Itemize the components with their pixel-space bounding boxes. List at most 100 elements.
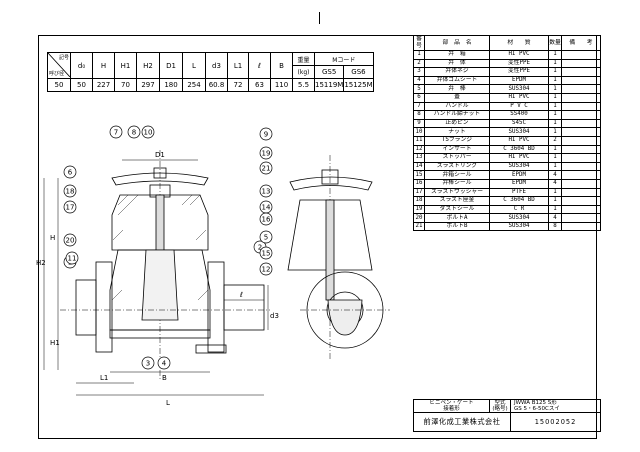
label-d1: D1 [155,151,165,159]
callout-4: 4 [157,356,171,370]
spec-label-sub: (略号) [492,406,508,412]
parts-cell [561,221,601,232]
callout-6: 6 [63,165,77,179]
spec-line-2: GS 5・6-50Cスイ [514,406,560,412]
dim-cell: 180 [159,78,183,92]
callout-21: 21 [259,161,273,175]
label-ell: ℓ [239,291,243,299]
callout-circle [259,212,273,226]
callout-number: 18 [66,188,75,196]
dim-cell: 15119M [313,78,345,92]
corner-diagonal [48,53,70,77]
callout-10: 10 [141,125,155,139]
callout-18: 18 [63,184,77,198]
callout-number: 6 [68,169,73,177]
callout-14: 14 [259,200,273,214]
callout-number: 20 [66,237,75,245]
callout-number: 16 [262,216,271,224]
callout-circle [259,262,273,276]
dimension-table: 記号 呼び径 d₀ H H1 H2 D1 L d3 L1 ℓ B 重量 Mコード… [47,52,374,92]
callout-7: 7 [109,125,123,139]
callout-3: 3 [141,356,155,370]
callout-13: 13 [259,184,273,198]
dim-cell: 15125M [343,78,374,92]
callout-circle [141,125,155,139]
dim-cell: 60.8 [205,78,228,92]
callout-number: 14 [262,204,271,212]
callout-number: 8 [132,129,136,137]
right-pipe-end [223,284,265,331]
callout-circle [109,125,123,139]
callout-15: 15 [259,246,273,260]
callout-16: 16 [259,212,273,226]
dim-table-corner: 記号 呼び径 [47,52,71,79]
callout-circle [259,146,273,160]
product-name: ビニペン・ゲート [429,400,474,406]
label-l1: L1 [100,374,108,382]
side-stem [325,199,335,301]
label-h1: H1 [50,339,60,347]
label-h: H [50,234,55,242]
bolt-b [195,344,227,354]
callout-circle [141,356,155,370]
callout-circle [259,127,273,141]
parts-header: 備 考 [561,35,601,51]
label-d3: d3 [270,312,279,320]
dim-header: L [182,52,206,79]
callout-11: 11 [65,251,79,265]
callout-number: 17 [66,204,75,212]
callout-circle [63,165,77,179]
spec-line-1: JWWA B125 S形 [514,400,557,406]
callout-circle [127,125,141,139]
dim-cell: 50 [47,78,71,92]
center-mark [319,12,320,24]
side-bonnet [287,199,373,271]
dim-cell: 254 [182,78,206,92]
callout-circle [259,230,273,244]
body-base [109,329,211,339]
callout-number: 3 [146,360,150,368]
callout-circle [63,233,77,247]
callout-8: 8 [127,125,141,139]
drawing-number: 15002052 [510,412,601,432]
side-gate [327,299,363,336]
gate-disc [141,249,179,321]
callout-circle [259,184,273,198]
callout-circle [63,184,77,198]
callout-20: 20 [63,233,77,247]
callout-12: 12 [259,262,273,276]
callout-number: 11 [68,255,77,263]
label-h2: H2 [36,259,46,267]
callout-number: 5 [264,234,268,242]
callout-group: 123456789101112131415161718192021 [63,125,273,370]
spec-label: 型式 [494,400,506,406]
callout-circle [259,161,273,175]
hatching [111,194,209,301]
callout-number: 7 [114,129,118,137]
callout-circle [157,356,171,370]
label-l: L [166,399,170,407]
callout-17: 17 [63,200,77,214]
callout-number: 10 [144,129,153,137]
corner-label-bottom: 呼び径 [49,71,65,77]
callout-number: 15 [262,250,271,258]
dimension-labels: D1 H H2 H1 L L1 B ℓ d3 [36,151,279,407]
callout-circle [65,251,79,265]
callout-number: 21 [262,165,271,173]
label-b: B [162,374,167,382]
side-view [287,155,390,360]
front-section-view [60,150,270,380]
callout-number: 9 [264,131,268,139]
callout-number: 13 [262,188,271,196]
callout-circle [63,200,77,214]
callout-number: 12 [262,266,271,274]
